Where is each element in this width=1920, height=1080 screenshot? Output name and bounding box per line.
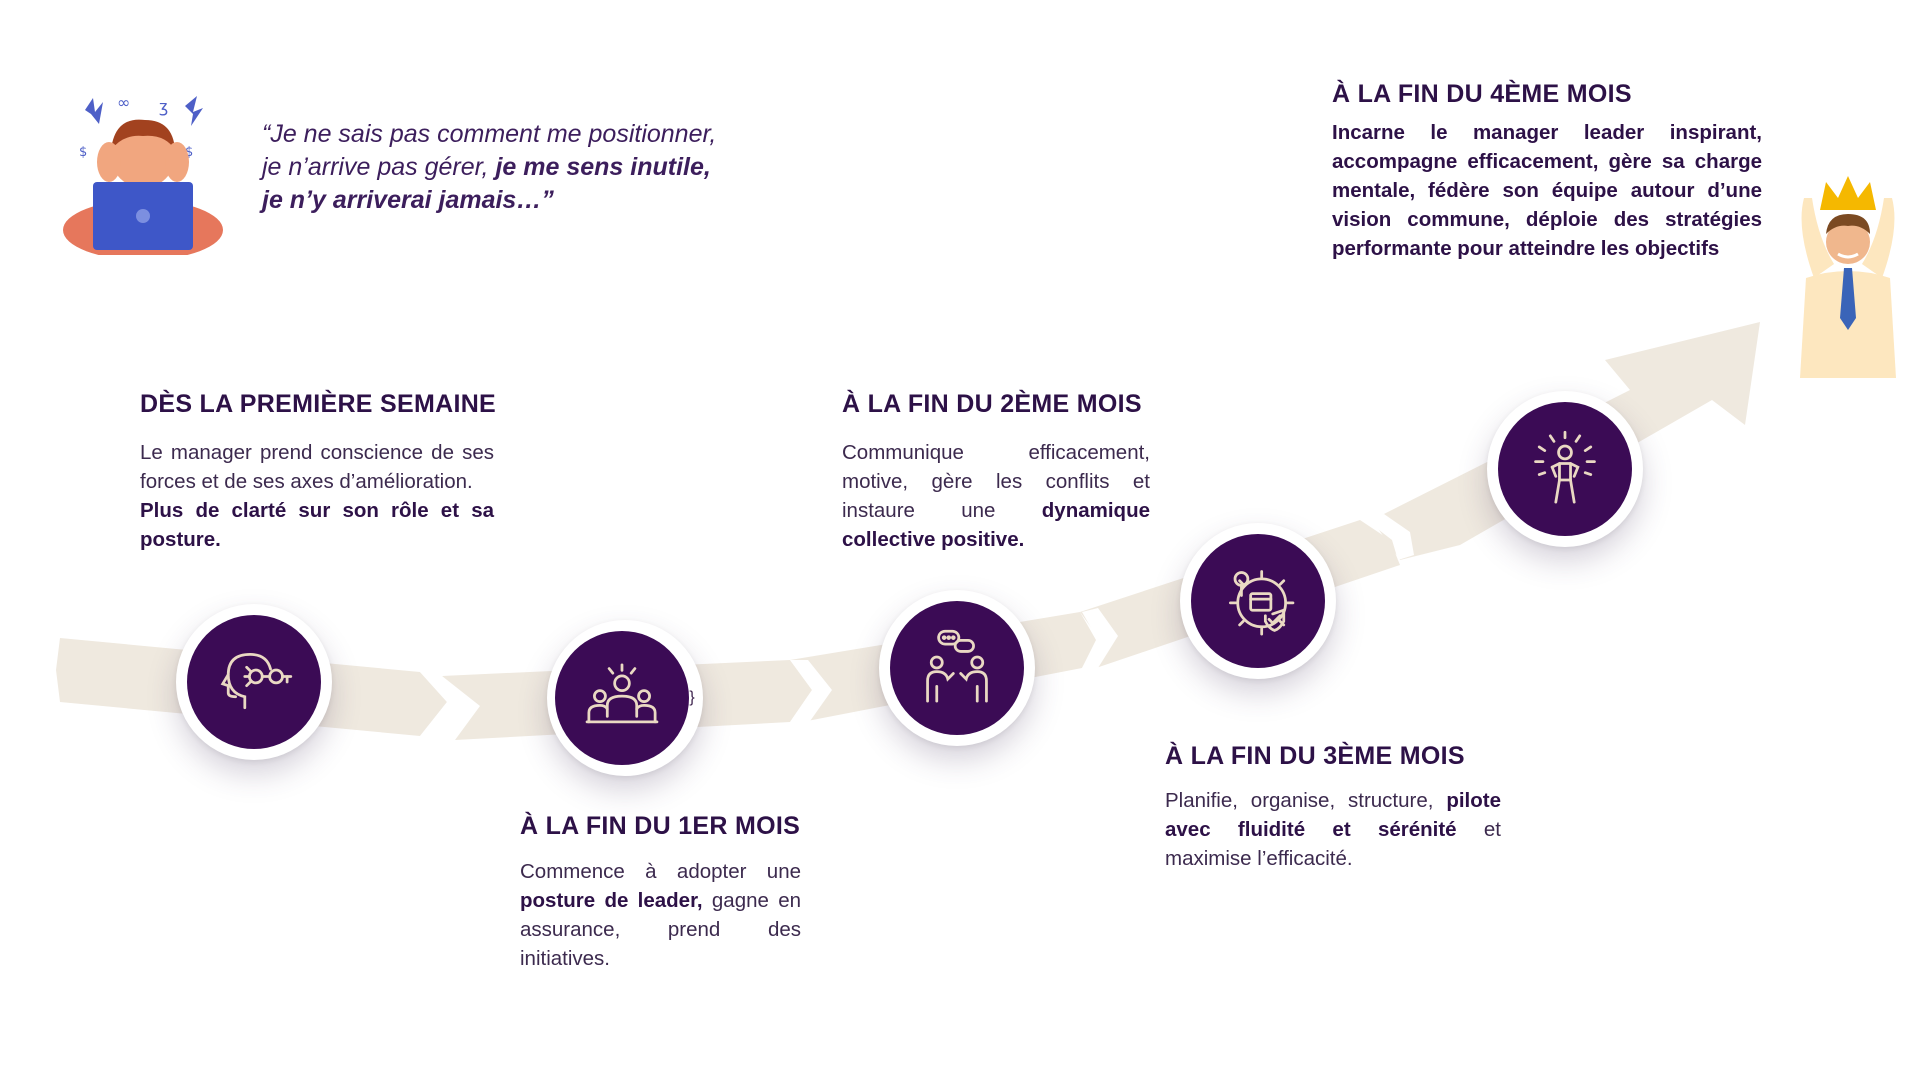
step-4-description: Planifie, organise, structure, pilote av… xyxy=(1165,786,1501,873)
svg-text:$: $ xyxy=(185,145,193,160)
step-3-medal xyxy=(879,590,1035,746)
happy-leader-illustration xyxy=(1776,168,1920,380)
step-4-text-after: et maximise l’efficacité. xyxy=(1165,818,1502,870)
head-key-icon xyxy=(220,653,293,710)
svg-text:$: $ xyxy=(79,145,87,160)
step-5-title: À LA FIN DU 4ÈME MOIS xyxy=(1332,80,1632,108)
step-4-medal xyxy=(1180,523,1336,679)
svg-text:ʒ: ʒ xyxy=(159,97,168,116)
step-2-medal: } xyxy=(547,620,703,776)
step-2-description: Commence à adopter une posture de leader… xyxy=(520,857,801,973)
svg-text:∞: ∞ xyxy=(117,93,130,112)
step-1-bold: Plus de clarté sur son rôle et sa postur… xyxy=(140,499,494,551)
step-2-text-before: Commence à adopter une xyxy=(520,860,801,883)
quote-normal: “Je ne sais pas comment me positionner, … xyxy=(262,120,717,181)
step-3-bold: dynamique collective positive. xyxy=(842,499,1150,551)
step-4-text-before: Planifie, organise, structure, xyxy=(1165,789,1447,812)
step-4-title: À LA FIN DU 3ÈME MOIS xyxy=(1165,742,1465,770)
quote-bold: je me sens inutile, je n’y arriverai jam… xyxy=(262,153,711,214)
stressed-person-illustration: ∞ ʒ $ $ xyxy=(55,90,230,260)
step-2-text-after: gagne en assurance, prend des initiative… xyxy=(520,889,801,970)
step-3-description: Communique efficacement, motive, gère le… xyxy=(842,438,1150,554)
step-1-description: Le manager prend conscience de ses force… xyxy=(140,438,494,554)
gear-organize-icon xyxy=(1229,570,1295,636)
team-leader-icon xyxy=(585,663,659,724)
shining-person-icon xyxy=(1534,430,1596,504)
step-2-title: À LA FIN DU 1ER MOIS xyxy=(520,812,801,840)
step-5-medal xyxy=(1487,391,1643,547)
step-5-description: Incarne le manager leader inspirant, acc… xyxy=(1332,121,1762,260)
stress-quote: “Je ne sais pas comment me positionner, … xyxy=(262,118,722,217)
step-4-bold: pilote avec fluidité et sérénité xyxy=(1165,789,1501,841)
conversation-icon xyxy=(926,629,988,703)
step-3-title: À LA FIN DU 2ÈME MOIS xyxy=(842,390,1142,418)
step-2-bold: posture de leader, xyxy=(520,889,703,912)
crown-icon xyxy=(1820,176,1876,210)
step-1-medal xyxy=(176,604,332,760)
step-1-title: DÈS LA PREMIÈRE SEMAINE xyxy=(140,390,497,418)
step-1-text: Le manager prend conscience de ses force… xyxy=(140,441,494,493)
step-3-text-before: Communique efficacement, motive, gère le… xyxy=(842,441,1150,522)
